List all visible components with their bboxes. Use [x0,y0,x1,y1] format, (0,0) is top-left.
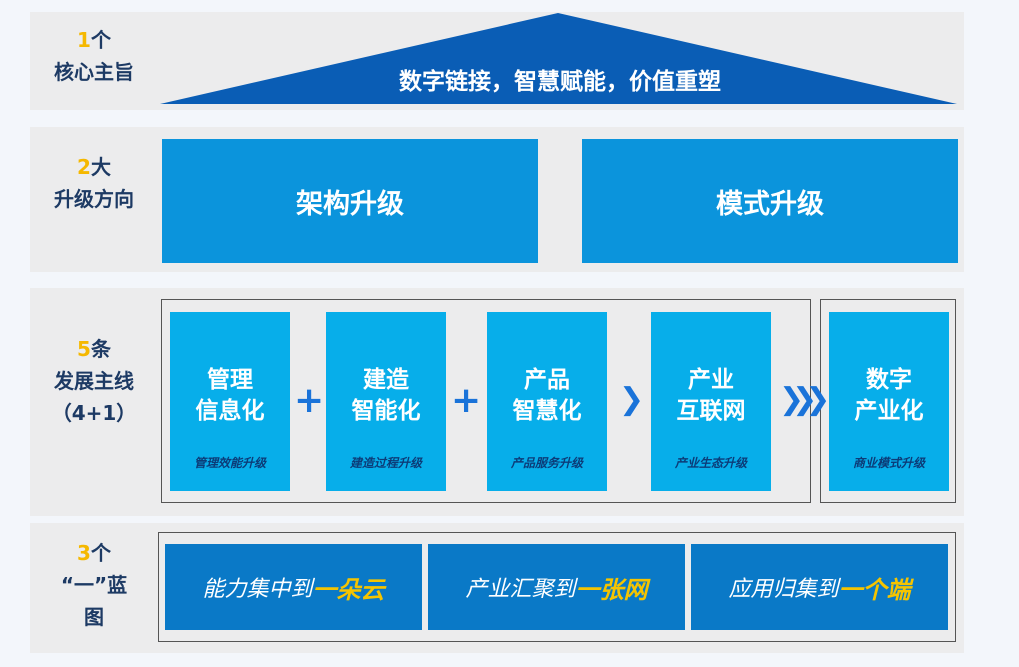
line-box-product: 产品 智慧化 产品服务升级 [487,312,607,491]
line-sub-product: 产品服务升级 [510,456,583,470]
blueprint-box-cloud: 能力集中到一朵云 [165,544,422,630]
blueprint-row: 3个 “一”蓝 图 能力集中到一朵云 产业汇聚到一张网 应用归集到一个端 [30,523,964,653]
line-title-product: 产品 智慧化 [512,367,582,424]
core-theme-count: 1 [77,28,91,52]
blueprint-highlight: 一张网 [575,575,648,604]
core-theme-title: 核心主旨 [54,60,134,84]
blueprint-count: 3 [77,541,91,565]
core-theme-unit: 个 [90,28,111,52]
plus-icon: + [451,380,482,421]
architecture-upgrade-box: 架构升级 [162,139,538,263]
blueprint-unit: 个 [90,541,111,565]
blueprint-highlight: 一个端 [838,575,911,604]
line-title-digital-industrialization: 数字 产业化 [854,367,924,424]
upgrade-direction-unit: 大 [90,155,111,179]
line-sub-digital-industrialization: 商业模式升级 [852,456,925,470]
triple-chevron-right-icon: ❯❯❯ [779,382,831,417]
blueprint-title-line2: 图 [84,605,104,629]
blueprint-prefix: 能力集中到 [202,577,313,602]
mode-upgrade-box: 模式升级 [582,139,958,263]
line-sub-management: 管理效能升级 [193,456,266,470]
development-lines-paren: （4+1） [51,401,137,425]
development-lines-row: 5条 发展主线 （4+1） 管理 信息化 管理效能升级 + 建造 智能化 建造过… [30,288,964,516]
line-box-construction: 建造 智能化 建造过程升级 [326,312,446,491]
blueprint-prefix: 产业汇聚到 [465,577,576,602]
roof-triangle [160,13,957,104]
line-title-management: 管理 信息化 [195,367,265,424]
line-box-management: 管理 信息化 管理效能升级 [170,312,290,491]
roof-text: 数字链接，智慧赋能，价值重塑 [399,69,721,95]
blueprint-box-network: 产业汇聚到一张网 [428,544,685,630]
line-title-construction: 建造 智能化 [351,367,421,424]
development-lines-count: 5 [77,337,91,361]
core-theme-label: 1个 核心主旨 [30,24,158,88]
blueprint-label: 3个 “一”蓝 图 [30,537,158,633]
development-lines-label: 5条 发展主线 （4+1） [30,333,158,429]
blueprint-prefix: 应用归集到 [728,577,839,602]
upgrade-direction-label: 2大 升级方向 [30,151,158,215]
development-lines-title: 发展主线 [54,369,134,393]
blueprint-title-line1: “一”蓝 [60,573,128,597]
blueprint-highlight: 一朵云 [312,575,385,604]
development-lines-unit: 条 [90,337,111,361]
upgrade-direction-count: 2 [77,155,91,179]
plus-icon: + [294,380,325,421]
upgrade-direction-title: 升级方向 [54,187,134,211]
blueprint-box-terminal: 应用归集到一个端 [691,544,948,630]
chevron-right-icon: ❯ [619,382,645,417]
line-title-industry-internet: 产业 互联网 [676,367,746,424]
line-sub-industry-internet: 产业生态升级 [674,456,747,470]
line-box-industry-internet: 产业 互联网 产业生态升级 [651,312,771,491]
line-box-digital-industrialization: 数字 产业化 商业模式升级 [829,312,949,491]
line-sub-construction: 建造过程升级 [349,456,422,470]
upgrade-direction-row: 2大 升级方向 架构升级 模式升级 [30,127,964,272]
